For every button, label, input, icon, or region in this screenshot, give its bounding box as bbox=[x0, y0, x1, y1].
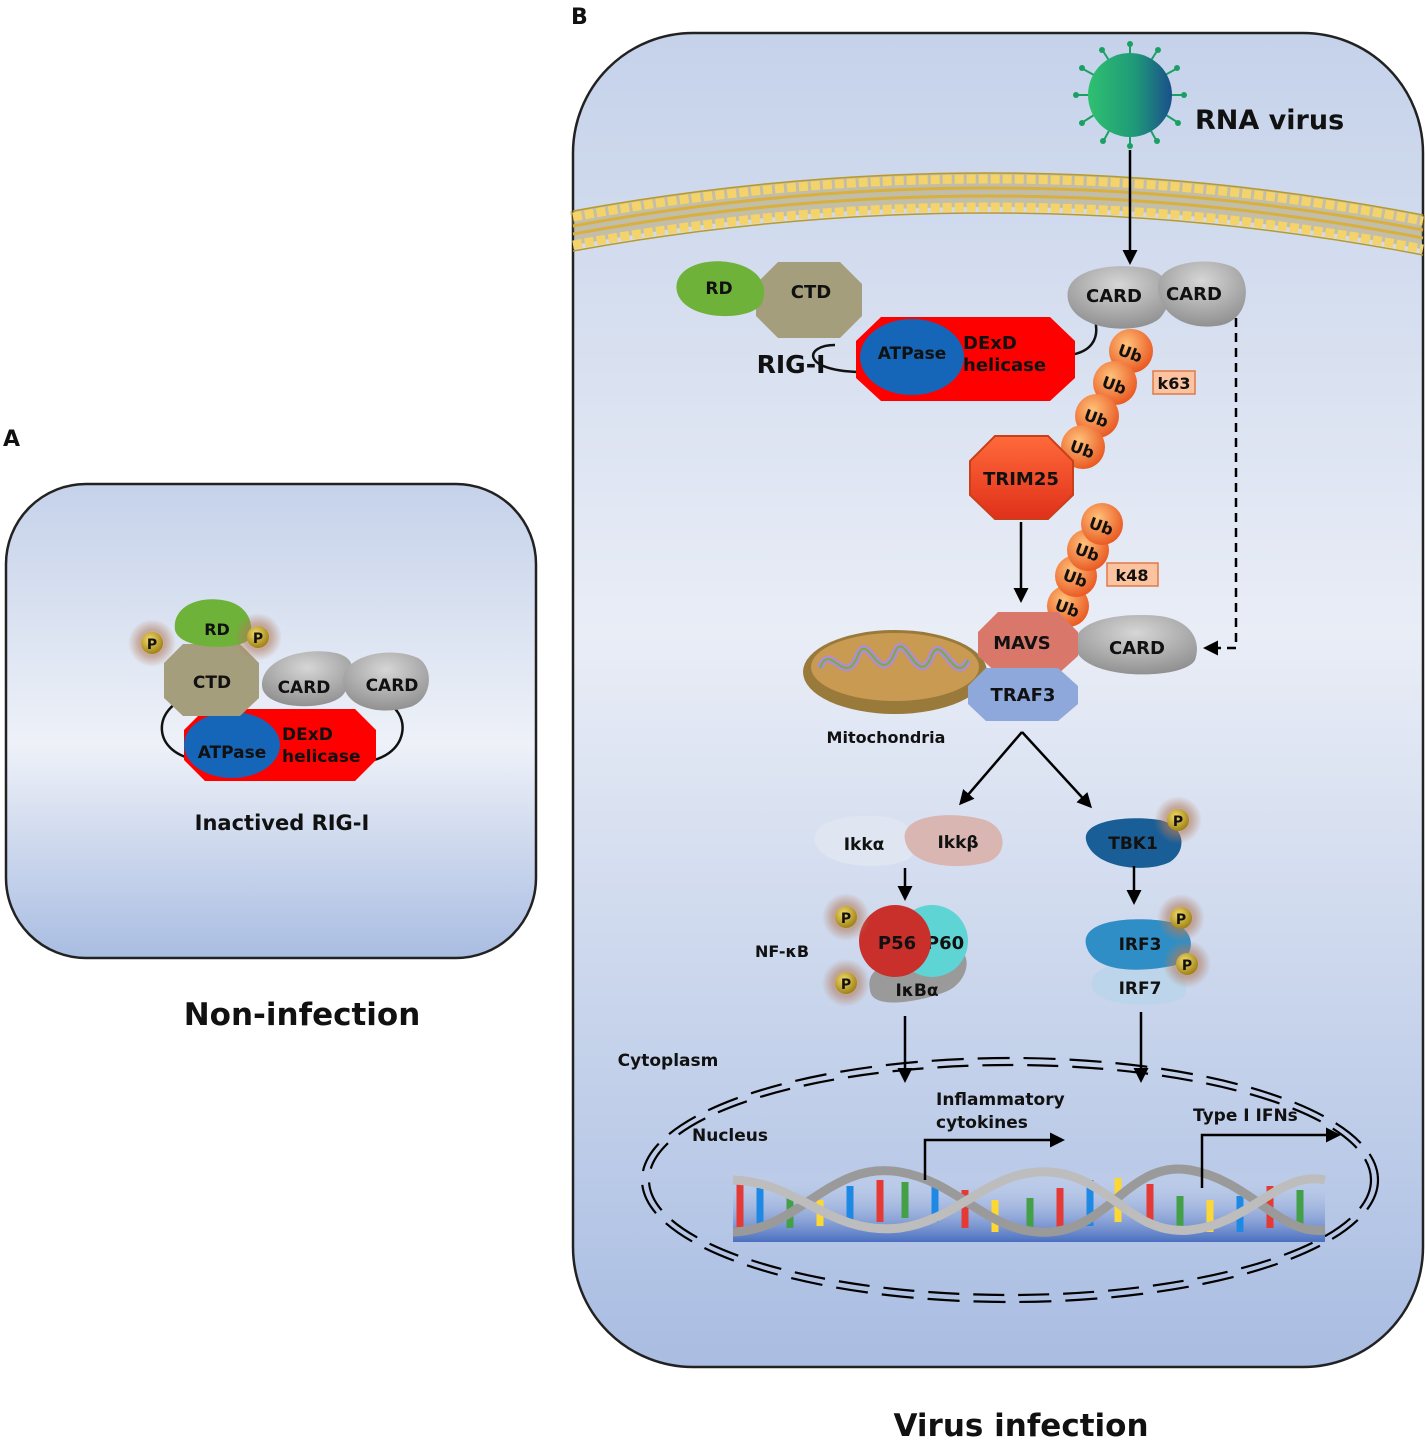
panel-a-complex-label: Inactived RIG-I bbox=[195, 811, 370, 835]
panel-a-ctd-label: CTD bbox=[193, 673, 231, 693]
nucleus-envelope-inner bbox=[647, 1063, 1373, 1297]
ub-k48-1 bbox=[1081, 503, 1123, 545]
p56 bbox=[859, 905, 931, 977]
panel-a-caption: Non-infection bbox=[184, 997, 421, 1033]
mavs-card bbox=[1074, 615, 1197, 675]
ikk-alpha bbox=[814, 815, 915, 866]
arrow-inflammatory-transcription bbox=[923, 1132, 1065, 1180]
panel-a-rd-label: RD bbox=[204, 620, 230, 639]
arrow-traf3-to-ikk bbox=[959, 731, 1023, 806]
nfkb-label: NF-κB bbox=[755, 942, 809, 961]
nucleus-label: Nucleus bbox=[692, 1126, 768, 1146]
panel-a-card-2 bbox=[343, 652, 429, 711]
panel-a-letter: A bbox=[3, 427, 20, 452]
rig-i-label: RIG-I bbox=[757, 350, 826, 379]
membrane-card-1-label: CARD bbox=[1086, 286, 1142, 307]
panel-a-card-1-label: CARD bbox=[278, 678, 331, 698]
dashed-arrow-card-to-mavs bbox=[1203, 318, 1238, 656]
ikk-beta bbox=[904, 815, 1003, 867]
ikba-label: IκBα bbox=[895, 981, 938, 1001]
irf7-label: IRF7 bbox=[1119, 979, 1162, 999]
mavs bbox=[978, 612, 1078, 674]
arrow-traf3-to-tbk1 bbox=[1021, 731, 1093, 809]
panel-b-caption: Virus infection bbox=[893, 1408, 1148, 1444]
rig-i-atpase-label: ATPase bbox=[878, 344, 947, 364]
panel-b-letter: B bbox=[571, 5, 588, 30]
rig-i-ctd-label: CTD bbox=[791, 282, 831, 303]
panel-a-card-2-label: CARD bbox=[366, 676, 419, 696]
panel-a-phospho-1-label: P bbox=[147, 637, 157, 653]
nucleus-envelope-outer bbox=[640, 1056, 1380, 1304]
mitochondria-label: Mitochondria bbox=[827, 728, 946, 747]
panel-a-dexd-label: DExD bbox=[282, 725, 333, 745]
rig-i-atpase bbox=[860, 319, 964, 395]
nfkb-phospho-1 bbox=[835, 906, 857, 928]
nfkb-phospho-2 bbox=[835, 972, 857, 994]
type1-ifn-label: Type I IFNs bbox=[1193, 1106, 1298, 1126]
rig-i-rd bbox=[676, 261, 765, 317]
p60-label: P60 bbox=[926, 933, 964, 954]
panel-a-helicase-label: helicase bbox=[282, 747, 360, 767]
inflammatory-label-line1: Inflammatory bbox=[936, 1090, 1065, 1110]
rig-i-helicase-label: helicase bbox=[963, 355, 1046, 376]
irf3-phospho bbox=[1170, 907, 1192, 929]
ikk-beta-label: Ikkβ bbox=[937, 833, 978, 853]
ub-chain-k63: Ub Ub Ub Ub bbox=[1061, 329, 1153, 469]
membrane-card-1 bbox=[1067, 266, 1170, 329]
ub-k63-2 bbox=[1093, 361, 1137, 405]
k63-label: k63 bbox=[1158, 374, 1191, 393]
panel-a-rd bbox=[174, 599, 252, 647]
traf3-label: TRAF3 bbox=[991, 685, 1056, 706]
mitochondria-organelle bbox=[803, 630, 987, 714]
panel-a-phospho-2 bbox=[247, 626, 269, 648]
tbk1-label: TBK1 bbox=[1108, 834, 1158, 854]
membrane-card-2-label: CARD bbox=[1166, 284, 1222, 305]
trim25-label: TRIM25 bbox=[983, 469, 1059, 490]
rig-i-rd-label: RD bbox=[705, 279, 732, 299]
irf7-phospho bbox=[1176, 953, 1198, 975]
membrane-card-2 bbox=[1158, 261, 1246, 327]
irf3-label: IRF3 bbox=[1119, 935, 1162, 955]
irf3-phospho-label: P bbox=[1176, 912, 1186, 928]
panel-a-phospho-1 bbox=[141, 632, 163, 654]
rig-i-ctd bbox=[756, 262, 862, 338]
irf7 bbox=[1091, 963, 1187, 1005]
nfkb-phospho-2-label: P bbox=[841, 977, 851, 993]
cell-membrane bbox=[569, 172, 1425, 256]
irf7-phospho-label: P bbox=[1182, 958, 1192, 974]
panel-a-phospho-2-label: P bbox=[253, 631, 263, 647]
k48-label: k48 bbox=[1116, 566, 1149, 585]
k48-tag bbox=[1106, 562, 1159, 587]
tbk1-phospho bbox=[1167, 809, 1189, 831]
ub-chain-k48: Ub Ub Ub Ub bbox=[1047, 503, 1123, 627]
mavs-label: MAVS bbox=[993, 633, 1051, 654]
rig-i-dexd-label: DExD bbox=[963, 333, 1017, 354]
panel-a-card-1 bbox=[262, 651, 353, 707]
trim25 bbox=[969, 435, 1074, 520]
nfkb-phospho-1-label: P bbox=[841, 911, 851, 927]
k63-tag bbox=[1152, 370, 1196, 395]
panel-a-atpase-label: ATPase bbox=[198, 743, 267, 763]
mavs-card-label: CARD bbox=[1109, 638, 1165, 659]
p56-label: P56 bbox=[878, 933, 916, 954]
ub-k63-4 bbox=[1061, 425, 1105, 469]
dna-helix bbox=[732, 1164, 1326, 1242]
cytoplasm-label: Cytoplasm bbox=[618, 1051, 719, 1071]
ikk-alpha-label: Ikkα bbox=[844, 835, 885, 855]
rna-virus-label: RNA virus bbox=[1195, 105, 1344, 136]
rna-virus-particle bbox=[1073, 41, 1187, 149]
panel-a-ctd bbox=[164, 644, 259, 716]
panel-a-atpase bbox=[184, 712, 280, 778]
inflammatory-label-line2: cytokines bbox=[936, 1113, 1028, 1133]
arrow-ifn-transcription bbox=[1200, 1127, 1341, 1188]
tbk1-phospho-label: P bbox=[1173, 814, 1183, 830]
traf3 bbox=[968, 668, 1078, 721]
